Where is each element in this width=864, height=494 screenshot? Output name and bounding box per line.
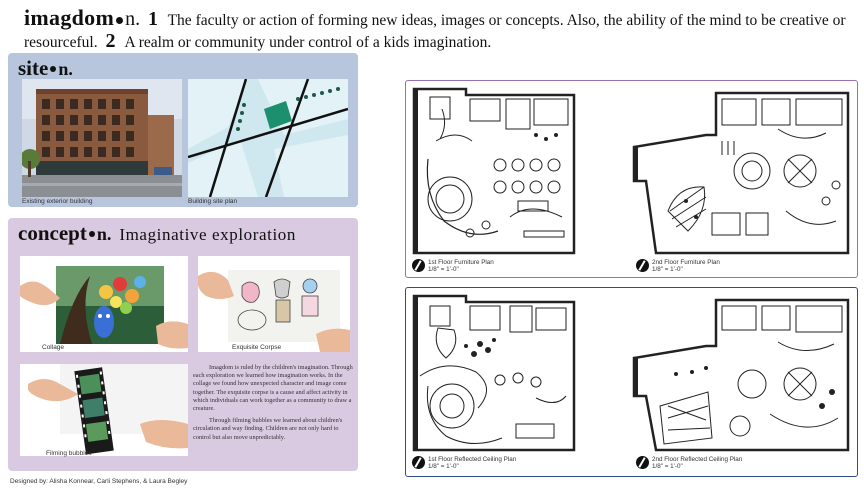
concept-paragraph-1: Imagdom is ruled by the children's imagi… [193,364,353,413]
collage-caption: Collage [42,344,65,351]
plan-1-label: 1st Floor Furniture Plan 1/8" = 1'-0" [428,259,494,273]
north-arrow-icon [636,259,649,272]
definition-1: The faculty or action of forming new ide… [24,12,846,51]
site-plan-illustration [187,78,349,198]
concept-description: Imagdom is ruled by the children's imagi… [193,364,353,446]
north-arrow-icon [636,456,649,469]
definition-header: imagdom n. 1 The faculty or action of for… [24,5,854,53]
part-of-speech: n. [125,8,141,30]
brand-dot [116,16,124,24]
building-illustration [20,79,182,197]
corpse-caption: Exquisite Corpse [232,344,282,351]
exquisite-corpse-photo [198,256,350,352]
collage-photo [20,256,188,352]
plan-3-label: 1st Floor Reflected Ceiling Plan 1/8" = … [428,456,517,470]
site-plan-caption: Building site plan [188,198,238,205]
furniture-plans-drawing [412,87,850,255]
definition-2: A realm or community under control of a … [124,34,492,51]
definition-number-2: 2 [105,30,116,52]
north-arrow-icon [412,259,425,272]
brand-word: imagdom [24,5,115,30]
exterior-photo-caption: Existing exterior building [22,198,93,205]
plan-2-label: 2nd Floor Furniture Plan 1/8" = 1'-0" [652,259,720,273]
collage-illustration [20,256,188,352]
exterior-building-photo [20,79,182,197]
furniture-plans-frame: 1st Floor Furniture Plan 1/8" = 1'-0" 2n… [405,80,858,278]
film-illustration [20,364,210,456]
ceiling-plans-frame: 1st Floor Reflected Ceiling Plan 1/8" = … [405,287,858,477]
plan-4-label: 2nd Floor Reflected Ceiling Plan 1/8" = … [652,456,743,470]
building-site-plan [187,78,349,198]
filming-bubbles-photo [20,364,210,456]
definition-number-1: 1 [147,8,158,30]
concept-subtitle: Imaginative exploration [119,225,297,244]
concept-paragraph-2: Through filming bubbles we learned about… [193,417,343,441]
corpse-illustration [198,256,350,352]
north-arrow-icon [412,456,425,469]
ceiling-plans-drawing [412,294,850,452]
film-caption: Filming bubbles [46,450,92,457]
designer-credits: Designed by: Alisha Konnear, Carli Steph… [10,478,188,485]
